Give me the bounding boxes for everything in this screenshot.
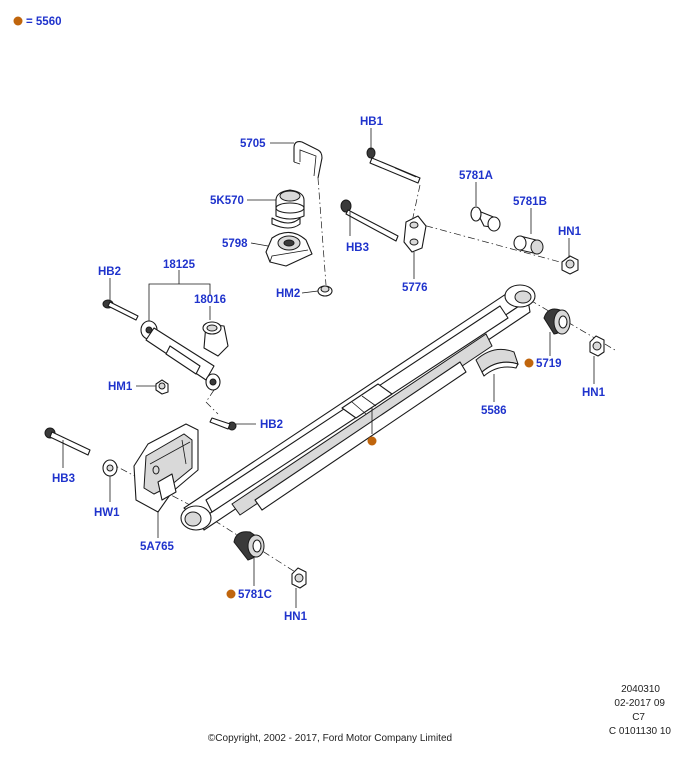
spring-shackle: [403, 215, 427, 253]
legend-text: = 5560: [26, 16, 62, 28]
nut-hm2: [317, 285, 333, 297]
leaf-spring: [180, 284, 536, 531]
nut-hn1-top: [561, 255, 579, 275]
bushing-5719: [543, 308, 571, 335]
label-hb1[interactable]: HB1: [360, 116, 384, 128]
jounce-bumper: [271, 189, 305, 229]
leader-lines: [62, 128, 595, 608]
nut-hn1-bottom: [291, 567, 307, 589]
label-18125[interactable]: 18125: [163, 259, 196, 271]
label-hm1[interactable]: HM1: [108, 381, 133, 393]
bushing-5781b: [513, 235, 544, 255]
bolt-hb1: [366, 147, 421, 184]
label-5a765[interactable]: 5A765: [140, 541, 174, 553]
spring-markers: [226, 358, 534, 599]
bumper-bracket: [265, 231, 313, 267]
label-5776[interactable]: 5776: [402, 282, 428, 294]
label-5705[interactable]: 5705: [240, 138, 266, 150]
callout-labels: 5705 5K570 5798 HM2 HB1 HB3 5776 5781A 5…: [52, 116, 606, 623]
washer-hw1: [102, 459, 118, 477]
shock-bushing: [202, 321, 229, 357]
label-hb3-left[interactable]: HB3: [52, 473, 75, 485]
u-bolt: [293, 141, 323, 179]
label-hb2-mid[interactable]: HB2: [260, 419, 283, 431]
label-5781c[interactable]: 5781C: [238, 589, 272, 601]
marker-5719-icon: [524, 358, 534, 368]
nut-hn1-right: [589, 335, 605, 357]
label-hw1[interactable]: HW1: [94, 507, 120, 519]
label-5781b[interactable]: 5781B: [513, 196, 547, 208]
footer-line4: C 0101130 10: [609, 726, 672, 737]
marker-5560-icon: [367, 436, 377, 446]
spring-spacer: [475, 348, 519, 377]
label-hb3-top[interactable]: HB3: [346, 242, 369, 254]
footer-line2: 02-2017 09: [614, 698, 665, 709]
label-5798[interactable]: 5798: [222, 238, 248, 250]
nut-hm1: [155, 379, 169, 395]
label-hn1-top[interactable]: HN1: [558, 226, 582, 238]
bolt-hb3-top: [340, 199, 399, 242]
label-5586[interactable]: 5586: [481, 405, 507, 417]
copyright: ©Copyright, 2002 - 2017, Ford Motor Comp…: [208, 733, 452, 744]
footer-line1: 2040310: [621, 684, 660, 695]
legend-marker-icon: [13, 16, 23, 26]
bushing-5781c: [233, 531, 265, 561]
marker-5781c-icon: [226, 589, 236, 599]
footer-line3: C7: [632, 712, 645, 723]
spring-plate: [133, 423, 199, 513]
label-5719[interactable]: 5719: [536, 358, 562, 370]
label-hb2-top[interactable]: HB2: [98, 266, 121, 278]
shock-absorber: [140, 320, 221, 391]
label-hn1-bottom[interactable]: HN1: [284, 611, 308, 623]
bolt-hb2-top: [102, 299, 139, 321]
label-5k570[interactable]: 5K570: [210, 195, 244, 207]
bushing-5781a: [470, 206, 501, 232]
label-5781a[interactable]: 5781A: [459, 170, 493, 182]
bolt-hb2-mid: [209, 417, 237, 431]
bolt-hb3-left: [44, 427, 91, 456]
label-18016[interactable]: 18016: [194, 294, 226, 306]
label-hn1-right[interactable]: HN1: [582, 387, 606, 399]
label-hm2[interactable]: HM2: [276, 288, 300, 300]
